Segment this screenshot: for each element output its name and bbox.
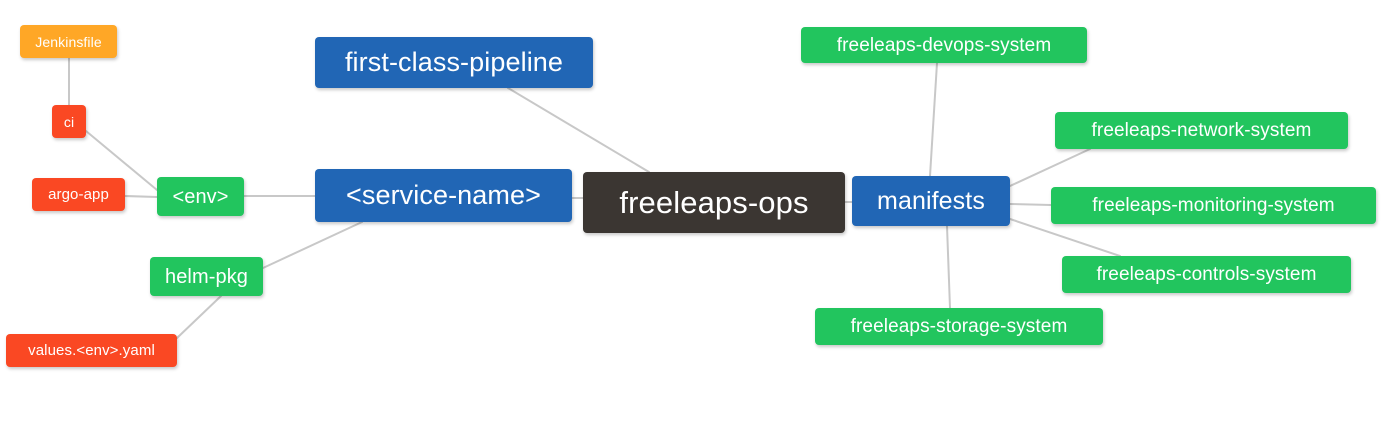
node-freeleaps-controls-system[interactable]: freeleaps-controls-system: [1062, 256, 1351, 293]
node-label-freeleaps-devops-system: freeleaps-devops-system: [836, 34, 1052, 56]
node-freeleaps-ops[interactable]: freeleaps-ops: [583, 172, 845, 233]
node-service-name[interactable]: <service-name>: [315, 169, 572, 222]
node-label-values-yaml: values.<env>.yaml: [28, 342, 155, 359]
node-argo-app[interactable]: argo-app: [32, 178, 125, 211]
node-label-freeleaps-controls-system: freeleaps-controls-system: [1096, 264, 1317, 285]
node-label-freeleaps-network-system: freeleaps-network-system: [1091, 120, 1312, 141]
node-label-freeleaps-ops: freeleaps-ops: [619, 185, 809, 220]
node-manifests[interactable]: manifests: [852, 176, 1010, 226]
edge-manifests-to-freeleaps-storage-system: [946, 225, 951, 309]
node-freeleaps-monitoring-system[interactable]: freeleaps-monitoring-system: [1051, 187, 1376, 224]
node-label-service-name: <service-name>: [346, 180, 541, 210]
node-label-freeleaps-storage-system: freeleaps-storage-system: [850, 316, 1068, 337]
node-ci[interactable]: ci: [52, 105, 86, 138]
node-env[interactable]: <env>: [157, 177, 244, 216]
edge-manifests-to-freeleaps-controls-system: [1009, 218, 1121, 257]
node-label-manifests: manifests: [877, 186, 985, 215]
edge-first-class-pipeline-to-freeleaps-ops: [507, 87, 650, 173]
edge-values-yaml-to-helm-pkg: [176, 295, 222, 339]
edge-argo-app-to-env: [124, 195, 158, 198]
node-label-ci: ci: [63, 113, 75, 130]
node-label-argo-app: argo-app: [48, 186, 109, 203]
node-freeleaps-network-system[interactable]: freeleaps-network-system: [1055, 112, 1348, 149]
node-label-jenkinsfile: Jenkinsfile: [35, 33, 102, 50]
node-helm-pkg[interactable]: helm-pkg: [150, 257, 263, 296]
node-label-helm-pkg: helm-pkg: [164, 265, 249, 288]
edge-helm-pkg-to-service-name: [262, 221, 363, 269]
edge-manifests-to-freeleaps-devops-system: [929, 62, 938, 177]
edge-manifests-to-freeleaps-monitoring-system: [1009, 203, 1052, 206]
node-values-yaml[interactable]: values.<env>.yaml: [6, 334, 177, 367]
node-label-freeleaps-monitoring-system: freeleaps-monitoring-system: [1092, 195, 1335, 216]
node-label-first-class-pipeline: first-class-pipeline: [344, 47, 564, 77]
edge-manifests-to-freeleaps-network-system: [1009, 148, 1091, 187]
node-jenkinsfile[interactable]: Jenkinsfile: [20, 25, 117, 58]
node-label-env: <env>: [172, 185, 229, 208]
node-freeleaps-storage-system[interactable]: freeleaps-storage-system: [815, 308, 1103, 345]
node-freeleaps-devops-system[interactable]: freeleaps-devops-system: [801, 27, 1087, 63]
node-first-class-pipeline[interactable]: first-class-pipeline: [315, 37, 593, 88]
